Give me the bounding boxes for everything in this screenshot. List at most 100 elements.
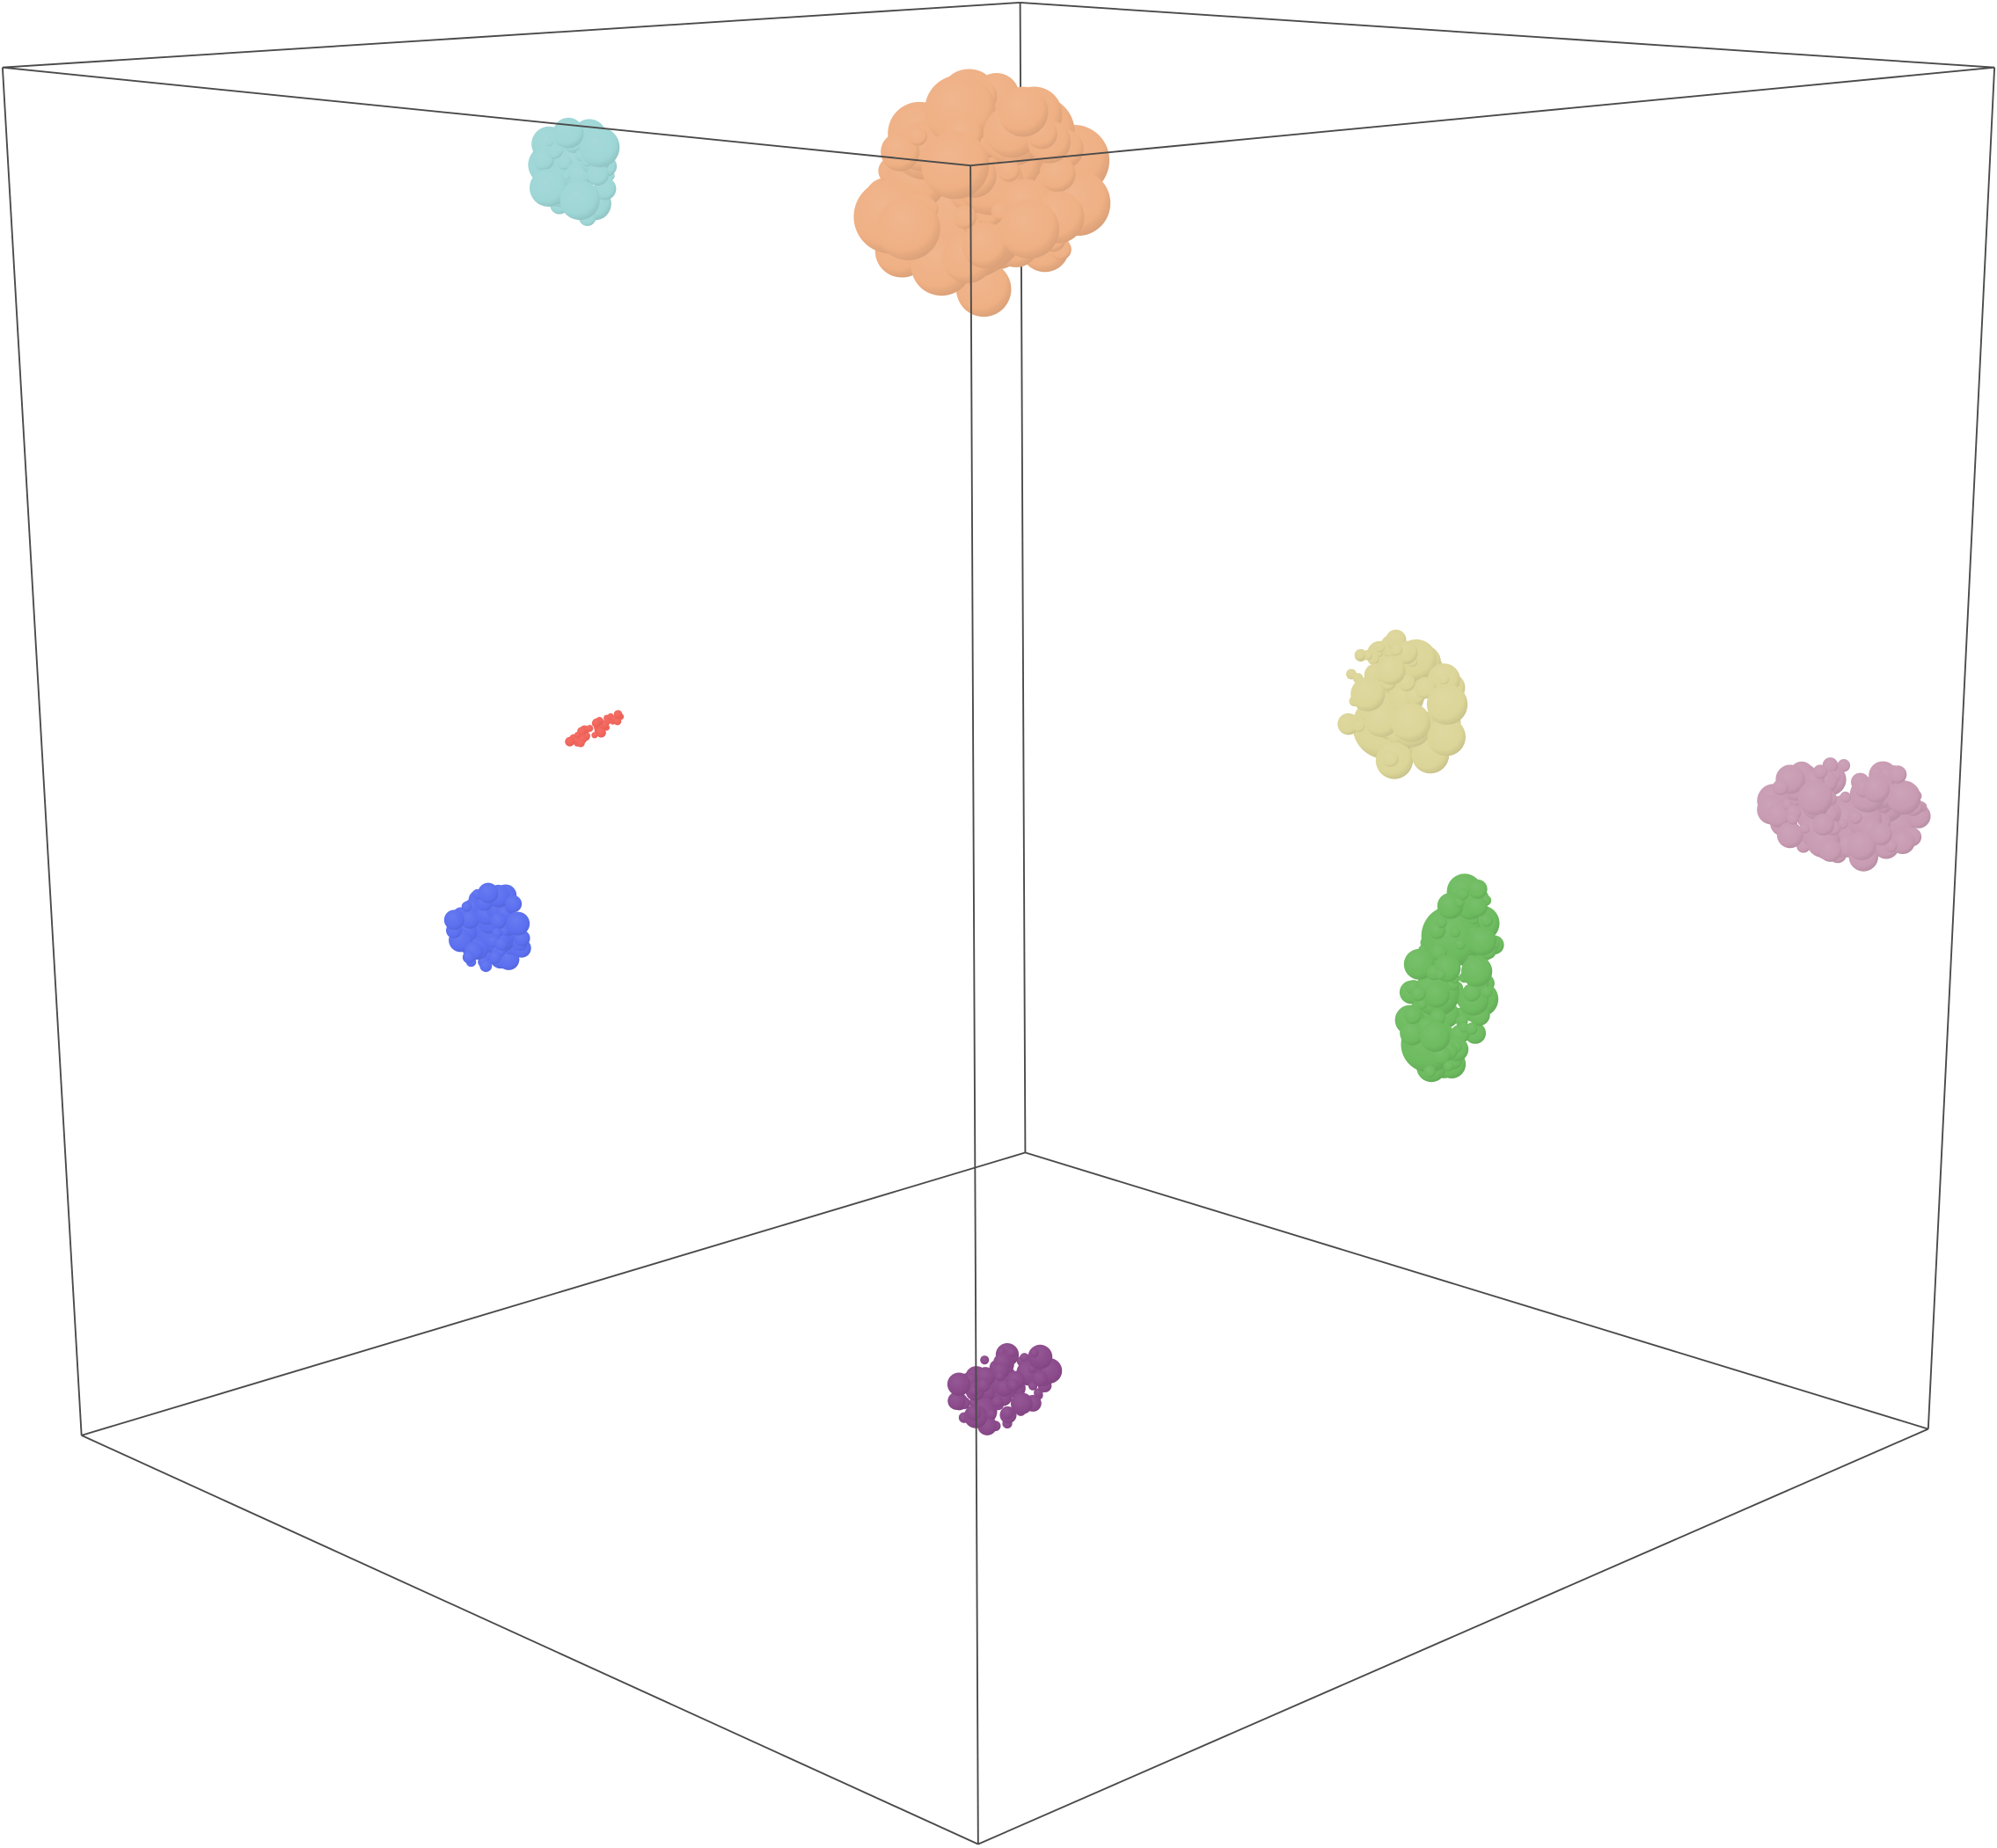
sphere xyxy=(574,732,582,739)
sphere-cluster xyxy=(1337,629,1468,779)
sphere-cluster xyxy=(528,117,620,227)
sphere xyxy=(998,86,1049,137)
sphere xyxy=(1840,791,1851,803)
sphere xyxy=(592,718,601,727)
sphere xyxy=(560,179,600,221)
sphere xyxy=(587,164,610,186)
sphere xyxy=(1456,887,1469,901)
sphere xyxy=(1403,1006,1422,1025)
sphere xyxy=(1799,823,1810,834)
sphere xyxy=(1797,780,1833,815)
box-edge xyxy=(1,67,83,1435)
box-edge xyxy=(81,1151,1026,1436)
sphere xyxy=(1376,655,1406,685)
sphere xyxy=(1426,683,1468,725)
sphere xyxy=(461,901,472,912)
sphere xyxy=(443,909,465,931)
sphere xyxy=(490,912,507,930)
sphere xyxy=(1006,1347,1017,1358)
sphere xyxy=(977,1377,991,1392)
sphere xyxy=(1480,914,1493,927)
sphere xyxy=(994,1371,1006,1382)
sphere xyxy=(1350,676,1386,712)
sphere xyxy=(1337,712,1359,735)
sphere xyxy=(1028,1344,1053,1370)
sphere-cluster xyxy=(1757,757,1931,872)
sphere xyxy=(579,127,620,168)
sphere xyxy=(991,1396,1004,1407)
sphere xyxy=(1460,955,1493,988)
sphere xyxy=(529,169,567,208)
sphere xyxy=(462,951,475,964)
sphere xyxy=(613,717,622,726)
sphere xyxy=(1427,718,1467,756)
sphere xyxy=(1435,968,1445,980)
sphere xyxy=(552,117,584,149)
sphere xyxy=(1416,998,1427,1010)
sphere xyxy=(1423,1065,1436,1077)
sphere xyxy=(1436,917,1447,928)
sphere xyxy=(565,736,575,747)
sphere-clusters xyxy=(443,69,1931,1435)
sphere xyxy=(876,196,940,260)
sphere xyxy=(479,960,493,973)
sphere xyxy=(1443,1061,1454,1071)
sphere xyxy=(1847,830,1876,860)
sphere xyxy=(997,159,1020,182)
sphere xyxy=(1423,981,1450,1008)
box-edge xyxy=(1025,1151,1929,1430)
sphere xyxy=(1039,156,1076,193)
sphere-cluster xyxy=(853,69,1111,318)
sphere xyxy=(1462,983,1481,1002)
sphere xyxy=(1352,719,1365,733)
sphere xyxy=(1862,776,1891,803)
sphere xyxy=(1000,1406,1014,1420)
sphere xyxy=(1020,1353,1029,1362)
sphere xyxy=(1466,1022,1478,1035)
sphere xyxy=(591,732,598,739)
sphere xyxy=(1481,986,1493,998)
sphere xyxy=(966,1405,982,1421)
sphere xyxy=(1420,1021,1451,1052)
sphere xyxy=(478,882,499,903)
box-edge xyxy=(2,1,1020,69)
box-edge xyxy=(970,66,1995,167)
sphere xyxy=(962,222,1008,268)
sphere xyxy=(1391,703,1430,742)
sphere xyxy=(1776,822,1803,849)
sphere xyxy=(1888,765,1907,784)
sphere xyxy=(1010,1392,1033,1415)
sphere xyxy=(1006,1378,1020,1391)
sphere-cluster xyxy=(1394,873,1504,1083)
sphere xyxy=(1467,879,1488,899)
sphere xyxy=(1449,926,1461,938)
box-edge xyxy=(969,165,979,1844)
sphere xyxy=(596,727,606,738)
sphere xyxy=(488,951,501,964)
sphere xyxy=(1818,839,1842,862)
sphere xyxy=(881,132,920,172)
sphere xyxy=(1848,810,1862,824)
sphere xyxy=(1032,1370,1048,1387)
box-edge xyxy=(1927,67,1996,1429)
sphere-cluster xyxy=(443,882,531,973)
sphere xyxy=(1467,895,1488,917)
sphere xyxy=(1437,673,1450,685)
sphere xyxy=(921,131,990,200)
sphere xyxy=(1355,649,1365,661)
sphere xyxy=(1410,986,1426,1002)
sphere xyxy=(980,1355,990,1365)
sphere xyxy=(506,911,530,936)
sphere xyxy=(1391,644,1403,656)
sphere xyxy=(985,1409,997,1420)
sphere xyxy=(494,937,508,951)
sphere xyxy=(504,895,523,913)
sphere xyxy=(1787,813,1799,825)
sphere xyxy=(613,710,623,719)
sphere xyxy=(1772,779,1789,796)
sphere xyxy=(1467,926,1497,956)
sphere xyxy=(1029,1348,1039,1358)
sphere xyxy=(947,1391,966,1410)
box-edge xyxy=(977,1428,1929,1845)
